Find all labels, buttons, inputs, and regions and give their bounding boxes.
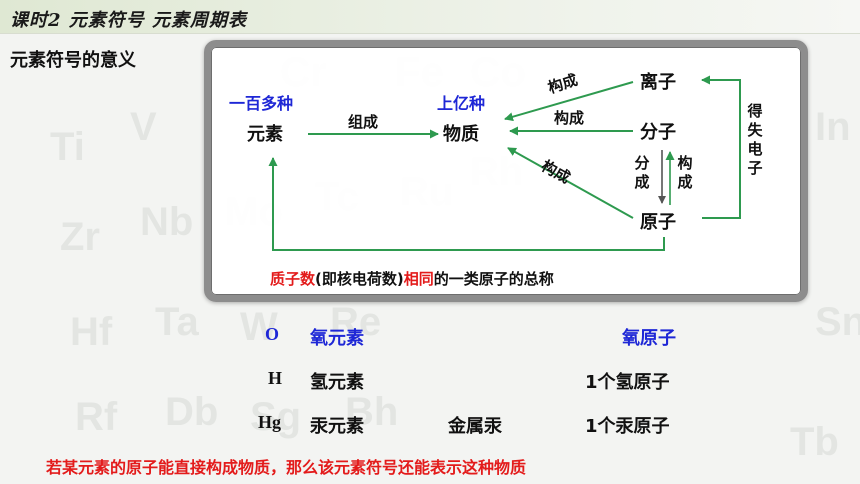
bg-tile: Bh <box>345 390 399 434</box>
header-bar: 课时2 元素符号 元素周期表 <box>0 0 860 34</box>
example-substance: 金属汞 <box>448 416 502 437</box>
example-element: 汞元素 <box>310 416 364 437</box>
node-molecule: 分子 <box>640 122 676 143</box>
arrow-atom-to-matter <box>507 147 634 219</box>
bg-tile: Rf <box>75 395 118 439</box>
arrow-atom-to-element <box>268 157 665 251</box>
bg-tile: Zr <box>60 215 100 259</box>
definition-nuclear-charge: (即核电荷数) <box>315 270 404 288</box>
definition-same: 相同 <box>403 270 434 288</box>
arrow-ion-to-matter <box>504 81 634 122</box>
arrow-atom-to-ion <box>701 75 741 219</box>
node-ion: 离子 <box>640 72 676 93</box>
element-definition: 质子数(即核电荷数)相同的一类原子的总称 <box>270 268 554 289</box>
edge-label-compose: 组成 <box>348 113 379 131</box>
matter-annotation: 上亿种 <box>437 94 486 113</box>
edge-label-molecule-matter: 构成 <box>554 109 585 127</box>
example-atom: 氧原子 <box>622 328 676 349</box>
bg-tile: Sg <box>250 395 302 439</box>
bg-tile: Re <box>330 300 382 344</box>
bg-tile: Sn <box>815 300 860 344</box>
edge-label-split: 分成 <box>634 154 650 191</box>
bg-tile: W <box>240 305 278 349</box>
example-atom: 1个汞原子 <box>585 416 670 437</box>
bottom-note: 若某元素的原子能直接构成物质，那么该元素符号还能表示这种物质 <box>46 458 527 477</box>
example-atom: 1个氢原子 <box>585 372 670 393</box>
bg-tile: Hf <box>70 310 113 354</box>
example-element: 氢元素 <box>310 372 364 393</box>
node-element: 元素 <box>247 124 283 145</box>
bg-tile: Ta <box>155 300 199 344</box>
bg-tile: Nb <box>140 200 194 244</box>
lesson-title: 课时2 元素符号 元素周期表 <box>10 10 248 31</box>
element-annotation: 一百多种 <box>229 94 294 113</box>
bg-tile: Db <box>165 390 219 434</box>
node-matter: 物质 <box>443 124 479 145</box>
example-symbol: O <box>265 324 280 344</box>
node-atom: 原子 <box>640 212 676 233</box>
edge-label-build: 构成 <box>677 154 693 191</box>
example-symbol: H <box>268 368 283 388</box>
bg-tile: In <box>815 105 851 149</box>
example-element: 氧元素 <box>310 328 364 349</box>
edge-label-gain-lose-electrons: 得失电子 <box>747 102 763 177</box>
section-title: 元素符号的意义 <box>10 50 136 71</box>
bg-tile: Tb <box>790 420 839 464</box>
definition-proton-number: 质子数 <box>270 270 316 288</box>
bg-tile: V <box>130 105 157 149</box>
example-symbol: Hg <box>258 412 282 432</box>
bg-tile: Ti <box>50 125 85 169</box>
definition-rest: 的一类原子的总称 <box>433 270 554 288</box>
